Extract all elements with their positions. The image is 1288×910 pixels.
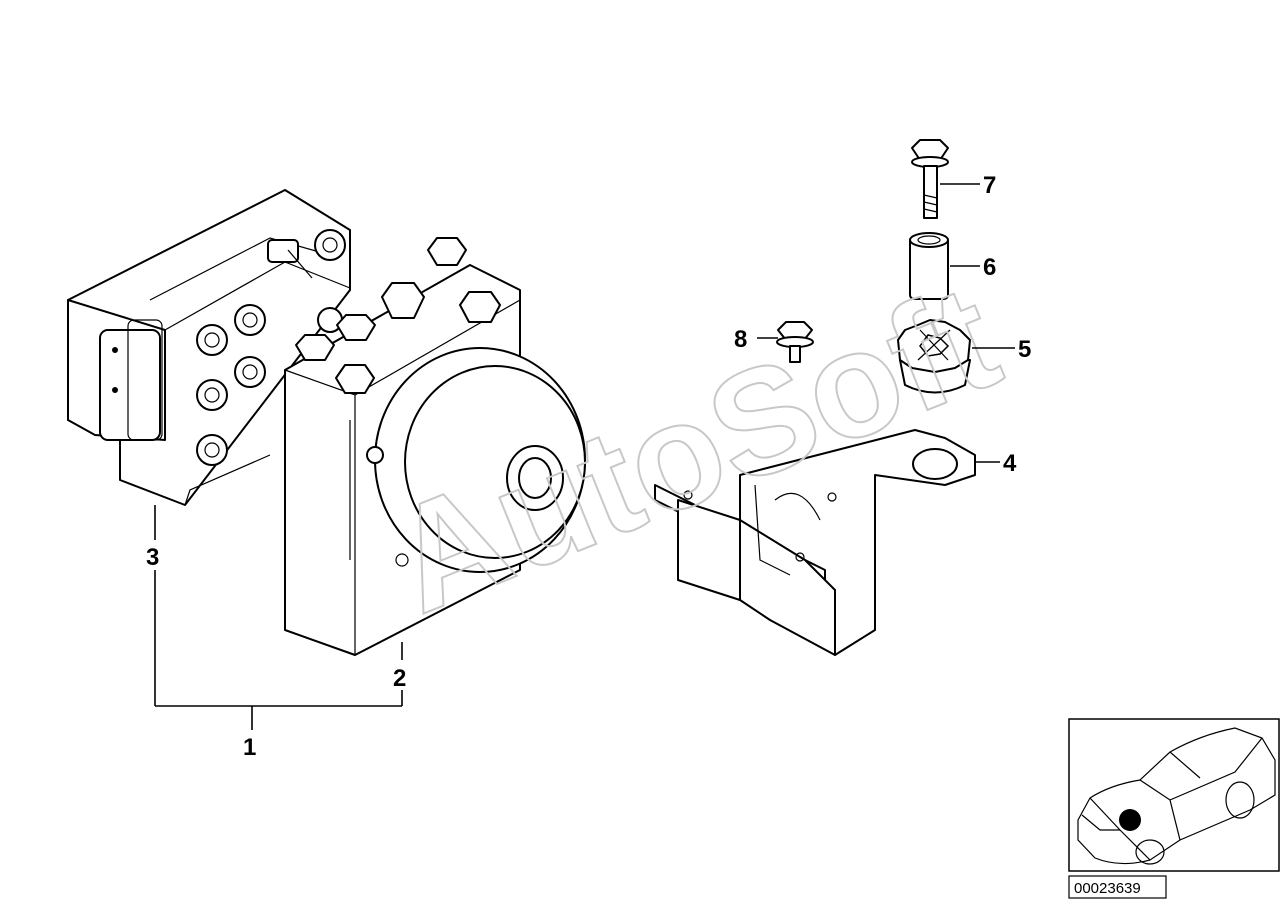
abs-control-module bbox=[67, 189, 351, 506]
callout-8[interactable]: 8 bbox=[734, 326, 747, 353]
callout-3[interactable]: 3 bbox=[146, 544, 159, 571]
location-marker bbox=[1119, 809, 1141, 831]
diagram-number: 00023639 bbox=[1074, 880, 1141, 897]
hex-plugs bbox=[295, 237, 501, 394]
sleeve bbox=[909, 232, 949, 300]
vehicle-location-thumbnail bbox=[1068, 718, 1280, 872]
callout-5[interactable]: 5 bbox=[1018, 336, 1031, 363]
rubber-mount bbox=[897, 319, 971, 394]
callout-1[interactable]: 1 bbox=[243, 734, 256, 761]
leader-lines bbox=[154, 183, 1015, 730]
callout-2[interactable]: 2 bbox=[393, 665, 406, 692]
diagram-number-box: 00023639 bbox=[1068, 875, 1167, 899]
callout-7[interactable]: 7 bbox=[983, 172, 996, 199]
callout-4[interactable]: 4 bbox=[1003, 450, 1017, 477]
screw-short bbox=[776, 321, 814, 363]
callout-6[interactable]: 6 bbox=[983, 254, 996, 281]
hydraulic-unit bbox=[284, 237, 586, 656]
bracket bbox=[654, 429, 976, 656]
bolt-long bbox=[911, 139, 949, 219]
